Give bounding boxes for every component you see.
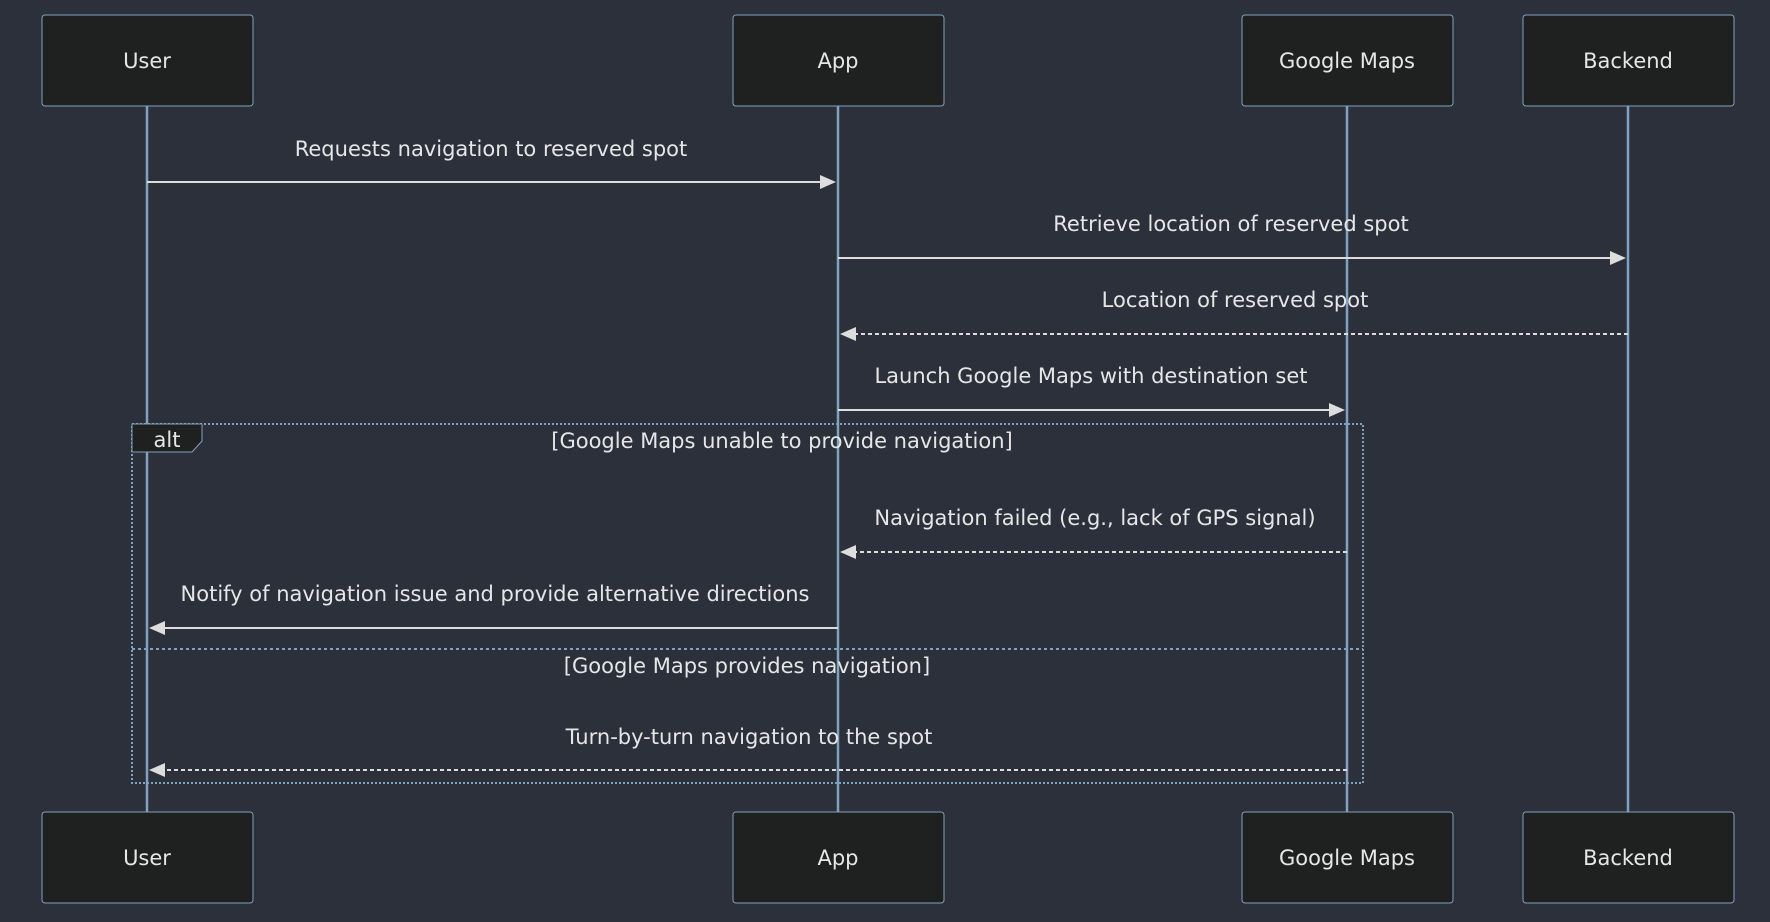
message-label: Notify of navigation issue and provide a… [181, 582, 810, 606]
arrowhead-icon [149, 763, 165, 777]
actor-box [1522, 811, 1735, 904]
alt-label-box [131, 423, 203, 453]
alt-frame [131, 423, 1364, 784]
actor-label: App [817, 49, 858, 73]
actor-user-top: User [41, 14, 254, 107]
actor-label: Backend [1583, 49, 1673, 73]
actor-label: Google Maps [1279, 846, 1415, 870]
message-retrieve-location: Retrieve location of reserved spot [838, 212, 1626, 265]
actor-label: User [123, 846, 171, 870]
alt-condition-2: [Google Maps provides navigation] [564, 654, 930, 678]
actor-box [1522, 14, 1735, 107]
message-navigation-failed: Navigation failed (e.g., lack of GPS sig… [840, 506, 1347, 559]
actor-label: App [817, 846, 858, 870]
actor-google-maps-top: Google Maps [1241, 14, 1454, 107]
message-label: Location of reserved spot [1102, 288, 1369, 312]
message-launch-maps: Launch Google Maps with destination set [838, 364, 1345, 417]
arrowhead-icon [840, 545, 856, 559]
arrowhead-icon [820, 175, 836, 189]
actor-box [1241, 14, 1454, 107]
actor-box [41, 811, 254, 904]
actor-box [732, 14, 945, 107]
actor-app-top: App [732, 14, 945, 107]
alt-block: alt [Google Maps unable to provide navig… [131, 423, 1364, 784]
actor-box [1241, 811, 1454, 904]
actor-label: Google Maps [1279, 49, 1415, 73]
actor-backend-bottom: Backend [1522, 811, 1735, 904]
message-notify-issue: Notify of navigation issue and provide a… [149, 582, 838, 635]
message-label: Navigation failed (e.g., lack of GPS sig… [874, 506, 1315, 530]
arrowhead-icon [840, 327, 856, 341]
message-label: Turn-by-turn navigation to the spot [565, 725, 933, 749]
alt-condition-1: [Google Maps unable to provide navigatio… [551, 429, 1012, 453]
actor-label: User [123, 49, 171, 73]
actor-backend-top: Backend [1522, 14, 1735, 107]
actor-app-bottom: App [732, 811, 945, 904]
arrowhead-icon [1329, 403, 1345, 417]
message-location-reply: Location of reserved spot [840, 288, 1628, 341]
message-label: Launch Google Maps with destination set [874, 364, 1307, 388]
actor-box [41, 14, 254, 107]
arrowhead-icon [149, 621, 165, 635]
arrowhead-icon [1610, 251, 1626, 265]
alt-label: alt [154, 428, 181, 452]
actor-box [732, 811, 945, 904]
actor-google-maps-bottom: Google Maps [1241, 811, 1454, 904]
message-label: Retrieve location of reserved spot [1053, 212, 1408, 236]
actor-label: Backend [1583, 846, 1673, 870]
message-turn-by-turn: Turn-by-turn navigation to the spot [149, 725, 1347, 777]
message-requests-navigation: Requests navigation to reserved spot [147, 137, 836, 189]
actor-user-bottom: User [41, 811, 254, 904]
message-label: Requests navigation to reserved spot [295, 137, 688, 161]
